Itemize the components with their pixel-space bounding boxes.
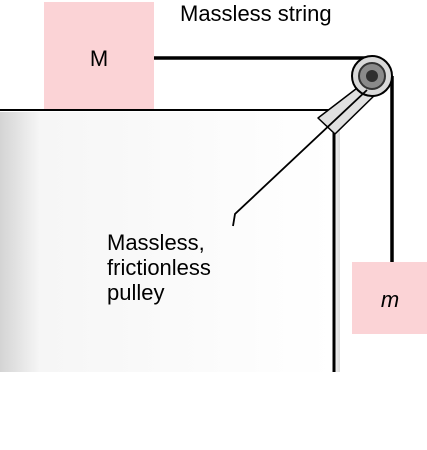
pulley-label: Massless, frictionless pulley [107, 230, 217, 305]
block-big [44, 2, 154, 110]
block-big-label: M [90, 46, 108, 71]
pulley-label-line-2: frictionless [107, 255, 211, 280]
string-label: Massless string [180, 1, 332, 26]
block-small-label: m [381, 287, 399, 312]
table [0, 109, 340, 372]
pulley [351, 55, 393, 97]
block-small [352, 262, 427, 334]
pulley-label-line-1: Massless, [107, 230, 205, 255]
pulley-leader-line [232, 89, 368, 227]
pulley-label-line-3: pulley [107, 280, 164, 305]
